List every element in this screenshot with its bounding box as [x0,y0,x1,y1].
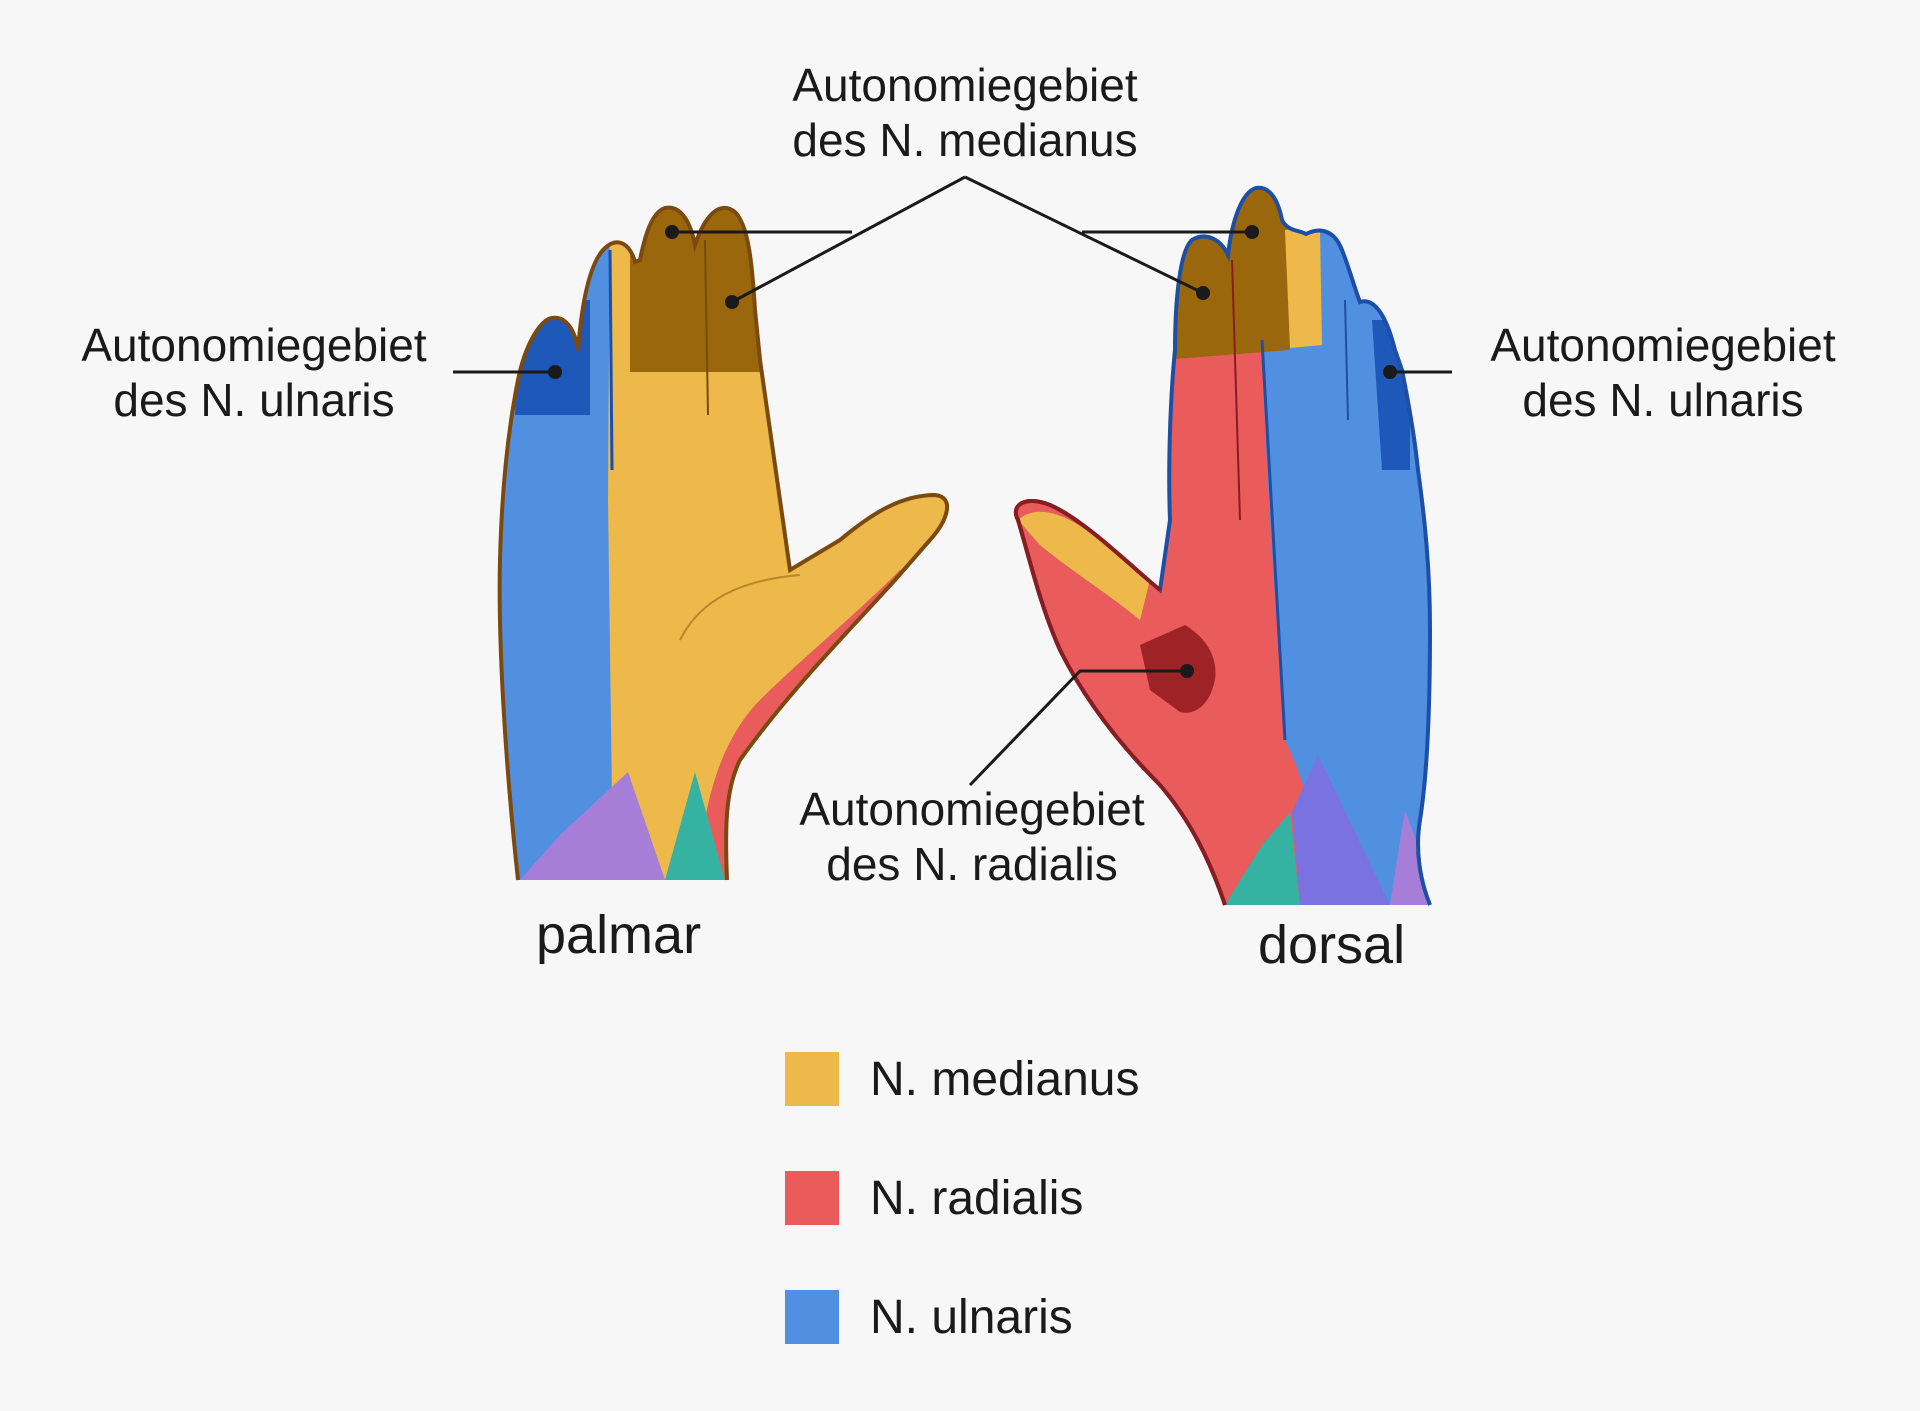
label-line: des N. radialis [826,838,1118,890]
label-line: Autonomiegebiet [1490,319,1836,371]
dorsal-forearm-teal [1225,812,1300,905]
dot-dorsal-medianus-2 [1245,225,1259,239]
label-ulnaris-autonomous-right: Autonomiegebiet des N. ulnaris [1463,318,1863,428]
palmar-finger-divider [704,239,709,416]
leader-palmar-medianus-2 [731,175,966,304]
dorsal-ulnaris-border [1260,339,1287,741]
dorsal-radialis-autonomous [1140,625,1216,713]
ulnaris-swatch [785,1290,839,1344]
dorsal-finger-divider [1231,259,1241,521]
palmar-finger-divider [608,249,614,471]
dot-dorsal-medianus-1 [1196,286,1210,300]
dorsal-radial-edge-outline [1014,499,1227,906]
palmar-forearm-teal [665,772,725,880]
label-line: Autonomiegebiet [792,59,1138,111]
dorsal-forearm-violet [1292,755,1390,905]
label-medianus-autonomous: Autonomiegebiet des N. medianus [740,58,1190,168]
legend-label: N. radialis [870,1171,1084,1225]
legend-label: N. ulnaris [870,1290,1073,1344]
label-radialis-autonomous: Autonomiegebiet des N. radialis [772,782,1172,892]
label-line: des N. medianus [792,114,1138,166]
dorsal-finger-divider [1344,299,1349,421]
legend-label: N. medianus [870,1052,1140,1106]
label-line: des N. ulnaris [113,374,395,426]
palmar-thenar-crease [679,574,801,641]
dot-palmar-medianus-2 [725,295,739,309]
view-label-palmar: palmar [536,905,702,965]
label-line: Autonomiegebiet [799,783,1145,835]
dorsal-medianus-autonomous [1150,187,1290,360]
label-line: Autonomiegebiet [81,319,427,371]
dot-palmar-medianus-1 [665,225,679,239]
legend-item-radialis: N. radialis [785,1171,1083,1225]
dot-radialis [1180,664,1194,678]
label-line: des N. ulnaris [1522,374,1804,426]
view-label-dorsal: dorsal [1258,915,1406,975]
label-ulnaris-autonomous-left: Autonomiegebiet des N. ulnaris [54,318,454,428]
legend-item-ulnaris: N. ulnaris [785,1290,1073,1344]
leader-radialis [968,669,1187,787]
dorsal-thumb-medianus [1018,511,1150,620]
leader-dorsal-medianus-1 [964,175,1204,295]
legend-item-medianus: N. medianus [785,1052,1139,1106]
dorsal-medianus-region [1285,230,1322,348]
medianus-swatch [785,1052,839,1106]
palmar-hand-outline [497,205,950,881]
leader-dots [548,225,1397,678]
dot-dorsal-ulnaris [1383,365,1397,379]
palmar-medianus-autonomous [630,207,770,372]
palmar-forearm-purple [520,772,665,880]
leader-lines [453,175,1452,787]
radialis-swatch [785,1171,839,1225]
dot-palmar-ulnaris [548,365,562,379]
